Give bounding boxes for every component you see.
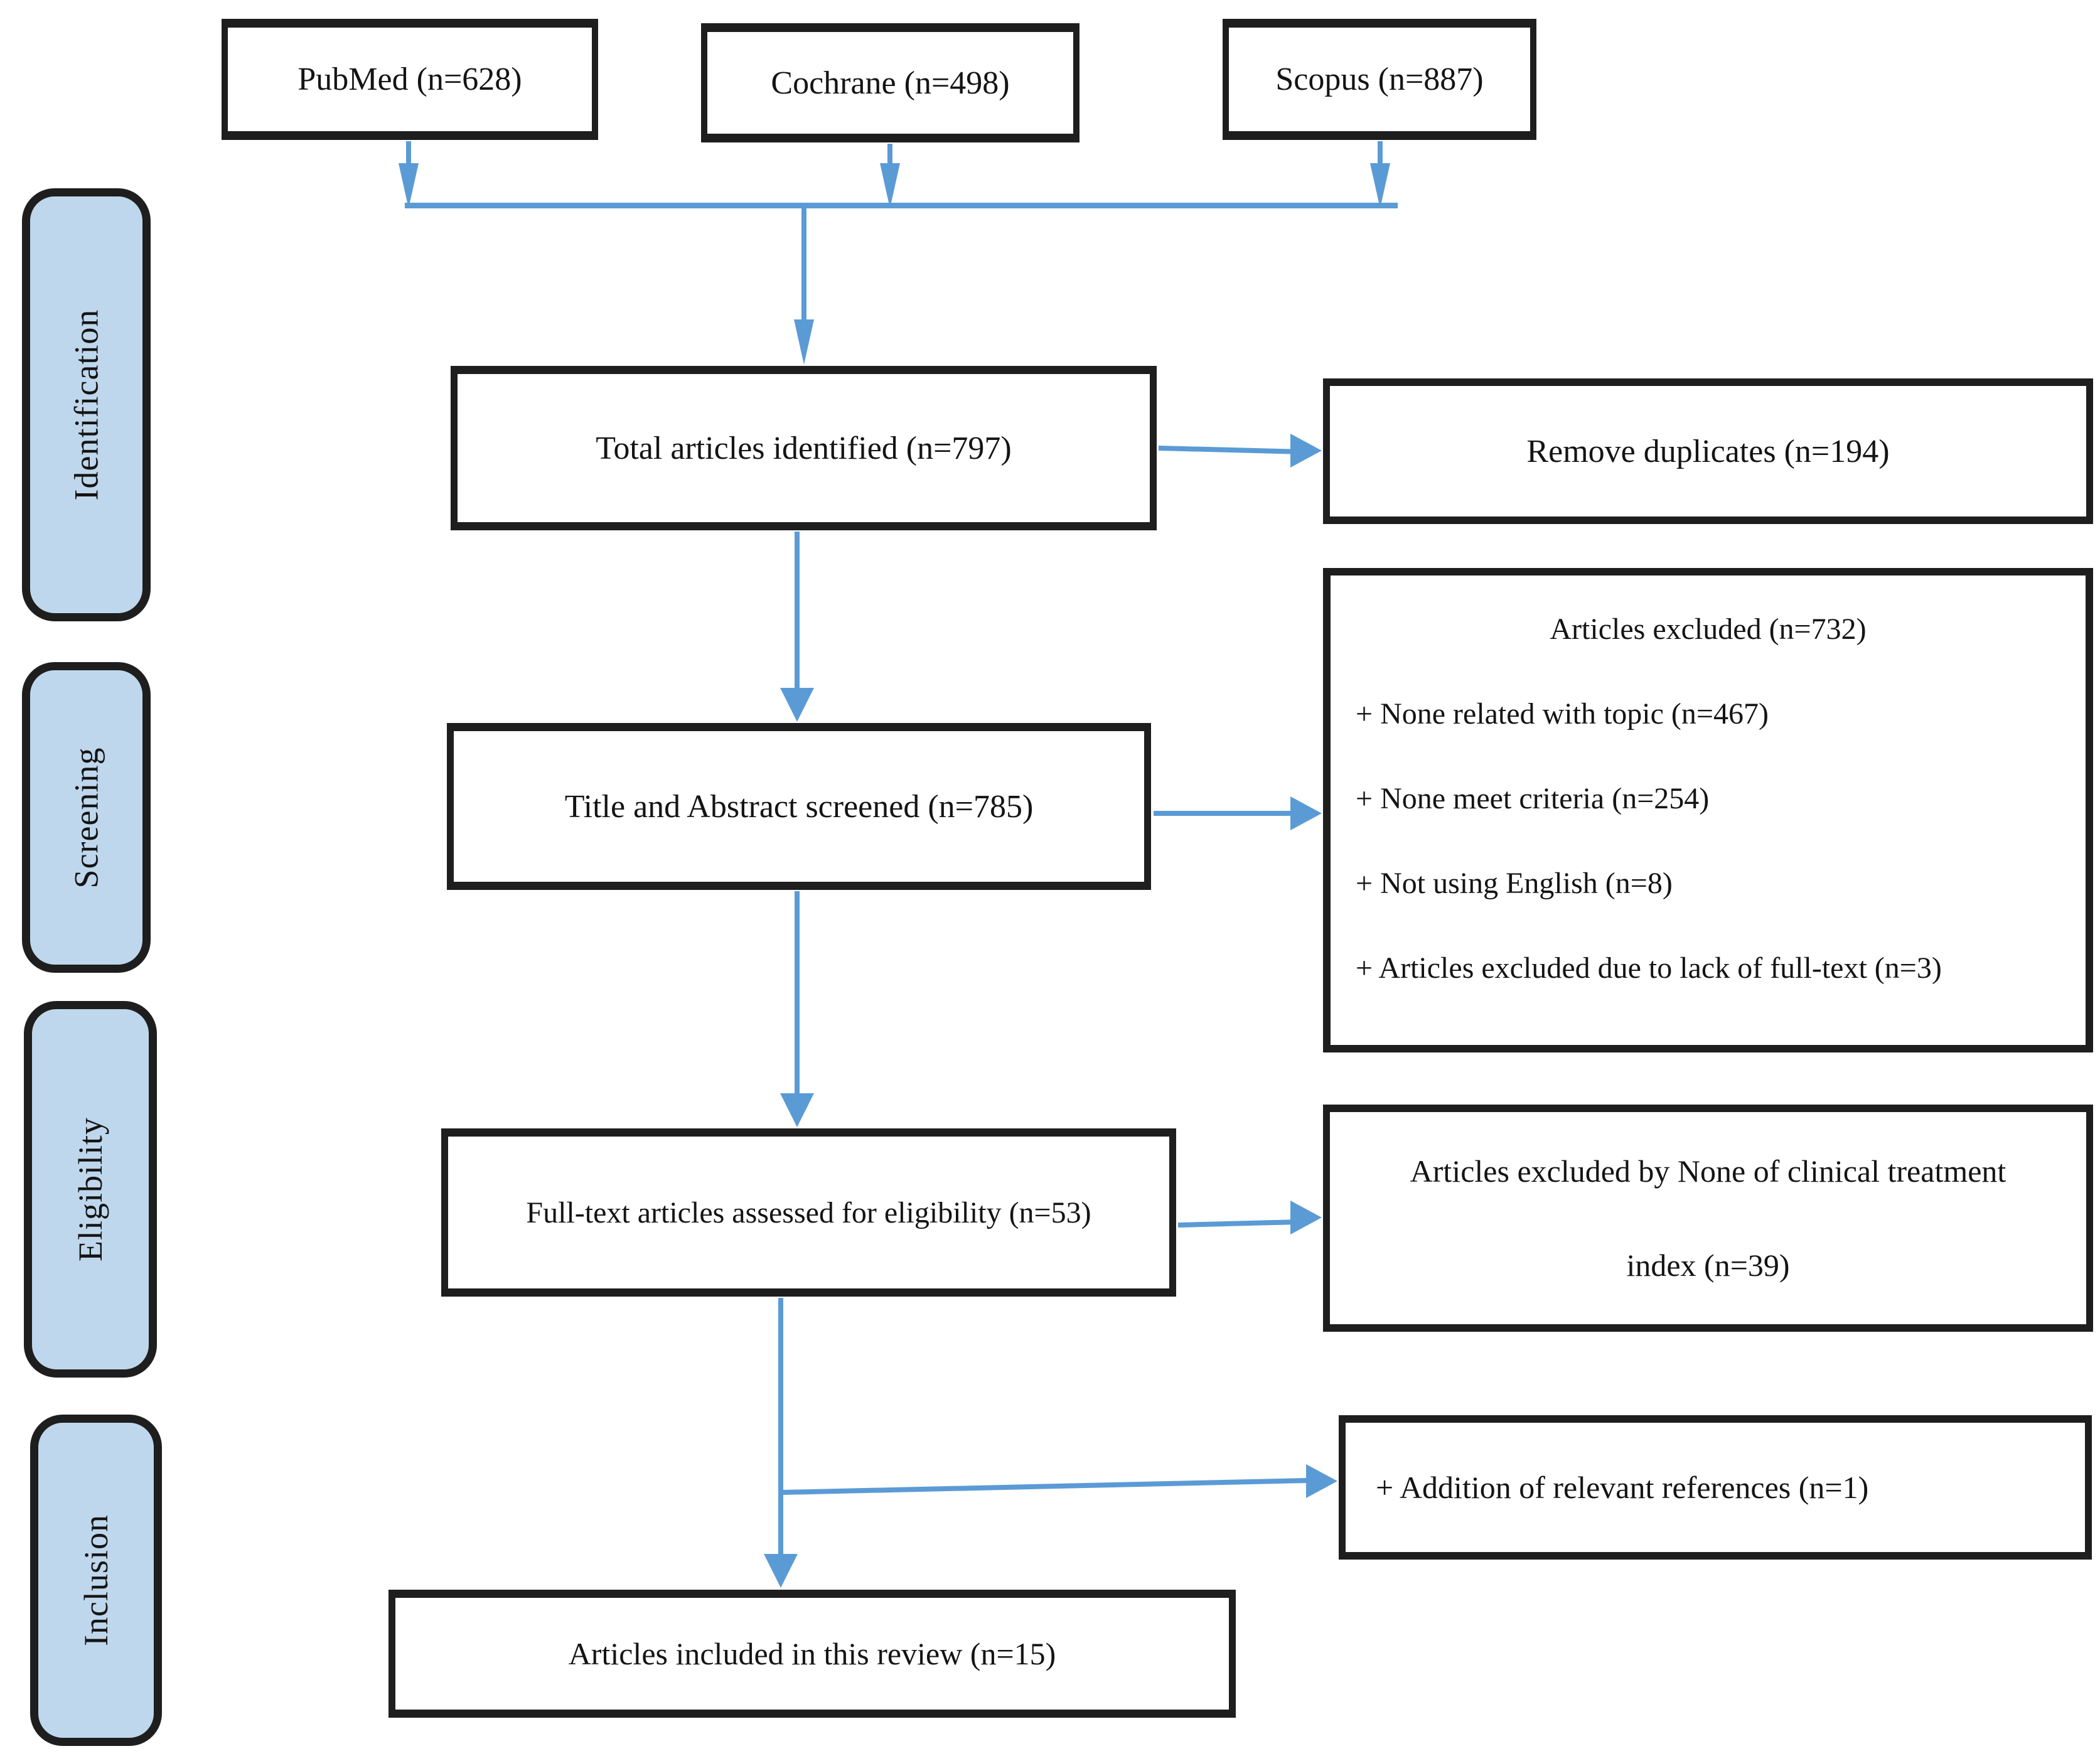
flow-box-title-abstract-screened: Title and Abstract screened (n=785)	[447, 723, 1151, 890]
flow-screened-label: Title and Abstract screened (n=785)	[564, 788, 1034, 825]
side-box-articles-excluded: Articles excluded (n=732) + None related…	[1323, 568, 2093, 1052]
arrow-merge-to-total-line	[801, 207, 806, 323]
flow-fulltext-label: Full-text articles assessed for eligibil…	[526, 1196, 1091, 1229]
arrow-screened-to-excluded-head	[1290, 796, 1322, 830]
stage-eligibility-label: Eligibility	[72, 1116, 110, 1262]
source-box-cochrane: Cochrane (n=498)	[701, 23, 1079, 142]
flow-box-total-identified: Total articles identified (n=797)	[451, 366, 1157, 530]
arrow-cochrane-head	[880, 163, 900, 208]
side-box-remove-duplicates: Remove duplicates (n=194)	[1323, 378, 2093, 524]
arrow-fulltext-to-excluded2-line	[1177, 1219, 1293, 1228]
source-box-scopus: Scopus (n=887)	[1223, 19, 1536, 140]
source-scopus-label: Scopus (n=887)	[1275, 62, 1484, 97]
excluded-item-criteria: + None meet criteria (n=254)	[1356, 782, 1710, 815]
branch-to-addition-head	[1306, 1464, 1337, 1498]
side-box-addition-references: + Addition of relevant references (n=1)	[1339, 1415, 2092, 1560]
flow-total-label: Total articles identified (n=797)	[596, 430, 1012, 466]
source-box-pubmed: PubMed (n=628)	[222, 19, 598, 140]
arrow-screened-to-fulltext-head	[780, 1093, 814, 1127]
branch-to-addition-line	[781, 1477, 1310, 1495]
side-box-excluded-clinical-index: Articles excluded by None of clinical tr…	[1323, 1105, 2093, 1332]
arrow-total-to-duplicates-line	[1158, 446, 1295, 454]
stage-eligibility: Eligibility	[24, 1001, 157, 1378]
flow-box-fulltext-assessed: Full-text articles assessed for eligibil…	[441, 1128, 1176, 1297]
stage-screening: Screening	[22, 662, 151, 973]
excluded-title: Articles excluded (n=732)	[1550, 613, 1867, 646]
stage-inclusion: Inclusion	[30, 1415, 162, 1746]
arrow-cochrane-line	[887, 144, 892, 166]
arrow-fulltext-to-included-line	[778, 1298, 783, 1555]
merge-horizontal-line	[405, 203, 1398, 208]
arrow-pubmed-head	[399, 163, 419, 208]
excluded-item-topic: + None related with topic (n=467)	[1356, 697, 1769, 731]
stage-identification-label: Identification	[67, 309, 105, 501]
flow-box-included: Articles included in this review (n=15)	[388, 1590, 1236, 1718]
addition-references-label: + Addition of relevant references (n=1)	[1376, 1470, 1869, 1505]
arrow-total-to-screened-line	[795, 532, 800, 693]
arrow-total-to-screened-head	[780, 688, 814, 722]
flow-included-label: Articles included in this review (n=15)	[568, 1636, 1056, 1671]
excluded-item-fulltext: + Articles excluded due to lack of full-…	[1356, 951, 1942, 985]
source-cochrane-label: Cochrane (n=498)	[771, 65, 1010, 101]
stage-inclusion-label: Inclusion	[77, 1514, 115, 1646]
arrow-merge-to-total-head	[794, 319, 814, 365]
remove-duplicates-label: Remove duplicates (n=194)	[1526, 433, 1890, 469]
stage-identification: Identification	[22, 188, 151, 621]
arrow-screened-to-excluded-line	[1154, 811, 1292, 816]
arrow-screened-to-fulltext-line	[795, 891, 800, 1098]
arrow-total-to-duplicates-head	[1290, 434, 1322, 468]
arrow-fulltext-to-included-head	[764, 1554, 798, 1588]
arrow-scopus-line	[1378, 141, 1383, 166]
arrow-scopus-head	[1370, 163, 1390, 208]
excluded-item-english: + Not using English (n=8)	[1356, 867, 1673, 900]
arrow-pubmed-line	[406, 141, 411, 166]
stage-screening-label: Screening	[67, 747, 105, 888]
excluded-clinical-line2: index (n=39)	[1626, 1248, 1790, 1283]
source-pubmed-label: PubMed (n=628)	[297, 62, 522, 97]
arrow-fulltext-to-excluded2-head	[1290, 1201, 1322, 1234]
excluded-clinical-line1: Articles excluded by None of clinical tr…	[1410, 1154, 2006, 1189]
